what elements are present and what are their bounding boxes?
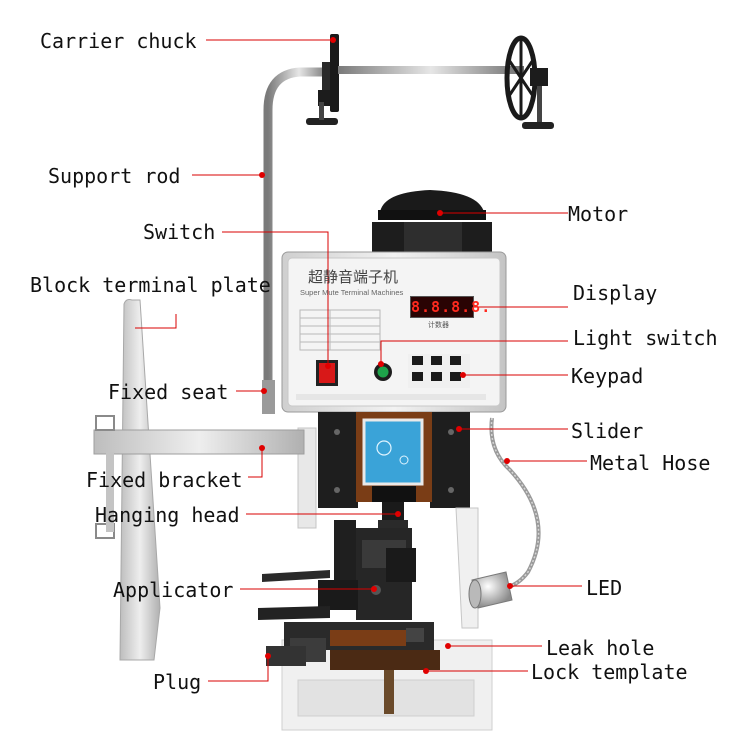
label-display: Display (573, 281, 658, 305)
panel-title-cn: 超静音端子机 (308, 269, 399, 286)
block-terminal-plate-part (119, 299, 161, 661)
label-light-switch: Light switch (573, 326, 718, 350)
label-leak-hole: Leak hole (546, 636, 655, 660)
panel-subtitle-en: Super Mute Terminal Machines (300, 288, 404, 297)
motor-part (372, 190, 492, 262)
label-carrier-chuck: Carrier chuck (40, 29, 197, 53)
label-metal-hose: Metal Hose (590, 451, 711, 475)
label-block-terminal-plate: Block terminal plate (30, 273, 271, 297)
hanging-head-part (378, 502, 408, 530)
label-keypad: Keypad (571, 364, 644, 388)
label-slider: Slider (571, 419, 644, 443)
label-fixed-bracket: Fixed bracket (86, 468, 243, 492)
led-part (468, 571, 513, 609)
slider-part (318, 412, 470, 508)
label-switch: Switch (143, 220, 216, 244)
label-lock-template: Lock template (531, 660, 688, 684)
label-motor: Motor (568, 202, 629, 226)
counter-label: 计数器 (428, 322, 449, 329)
label-hanging-head: Hanging head (95, 503, 240, 527)
applicator-part (262, 520, 416, 620)
label-fixed-seat: Fixed seat (108, 380, 229, 404)
control-panel (281, 251, 507, 413)
label-applicator: Applicator (113, 578, 234, 602)
label-plug: Plug (153, 670, 202, 694)
metal-hose-part (489, 417, 541, 590)
fixed-bracket-part (93, 415, 305, 539)
lower-die (258, 606, 440, 670)
label-led: LED (586, 576, 623, 600)
display-readout: 8.8.8.8. (410, 296, 492, 318)
label-support-rod: Support rod (48, 164, 181, 188)
carrier-chuck-part (306, 34, 554, 129)
